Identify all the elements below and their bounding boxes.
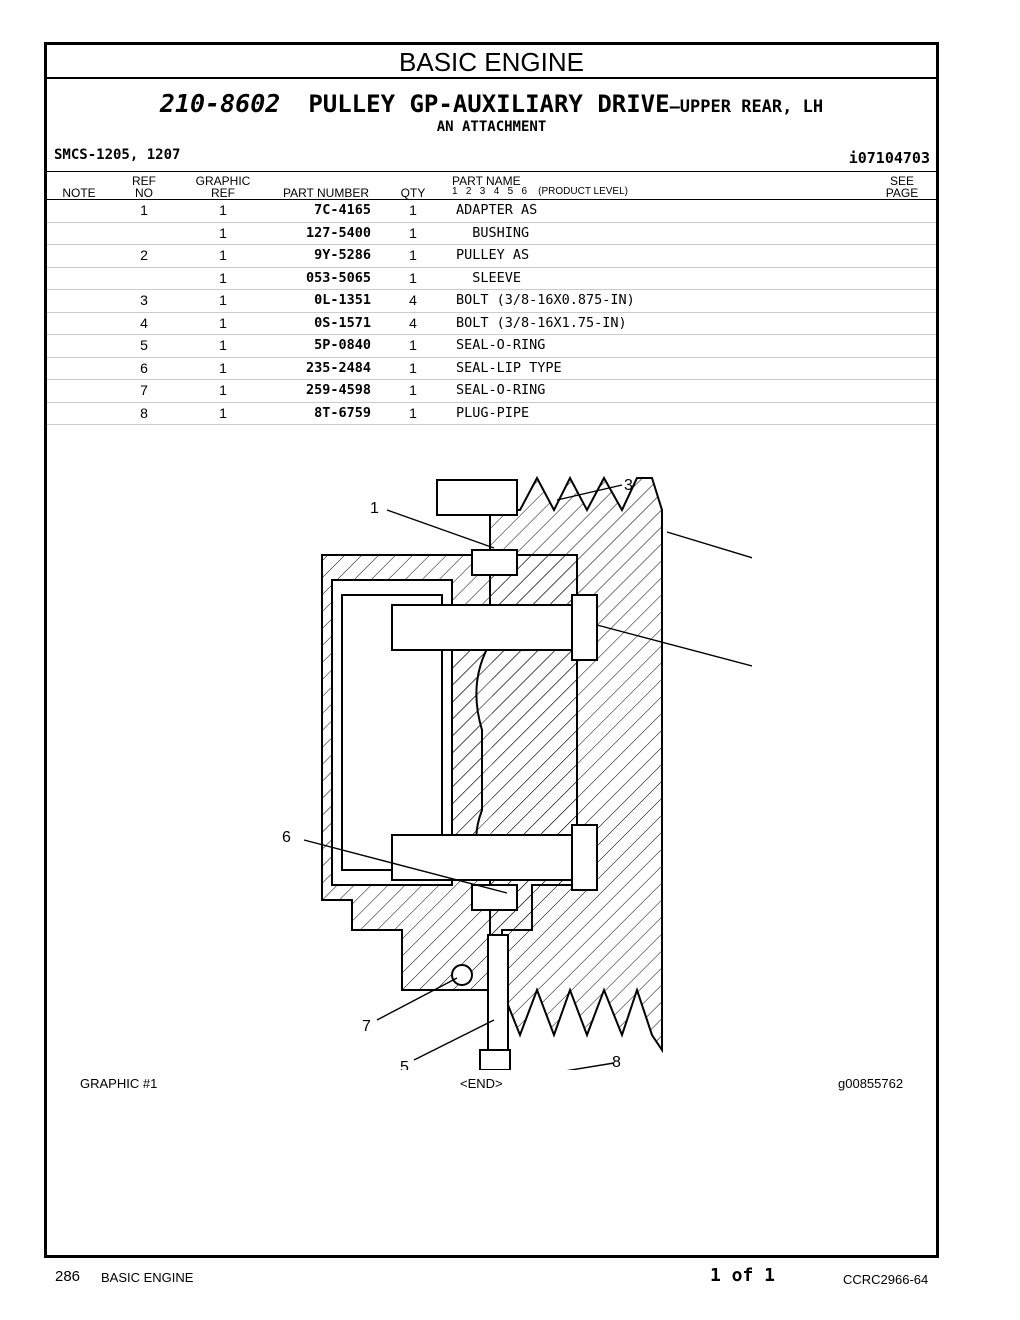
col-see-bottom: PAGE [885,186,919,200]
o-ring-7 [451,964,473,986]
pulley-section-diagram: 1 2 3 4 5 6 7 8 [282,475,752,1070]
part-heading: 210-8602 PULLEY GP-AUXILIARY DRIVE—UPPER … [47,89,936,118]
callout-8: 8 [612,1054,621,1070]
seal-upper [471,549,518,576]
col-note: NOTE [62,186,96,200]
smcs-codes: SMCS-1205, 1207 [54,147,181,163]
callout-6: 6 [282,829,291,846]
page-number: 286 [55,1268,81,1285]
col-part-number: PART NUMBER [282,186,369,200]
bolt-top [436,479,518,516]
bolt-head-lower [571,824,598,891]
col-graphic-top: GRAPHIC [195,174,251,188]
callout-1: 1 [370,500,379,517]
callout-5: 5 [400,1059,409,1070]
callout-7: 7 [362,1018,371,1035]
part-number-heading: 210-8602 [159,89,281,118]
graphic-id: g00855762 [838,1076,904,1091]
info-id: i07104703 [848,149,930,167]
doc-code: CCRC2966-64 [843,1272,929,1287]
bolt-lower [391,834,573,881]
section-title: BASIC ENGINE [47,45,936,79]
table-top-rule [47,171,936,172]
col-qty: QTY [400,186,426,200]
seal-lower [471,884,518,911]
dowel-pin [487,934,509,1051]
attachment-label: AN ATTACHMENT [436,119,547,135]
part-name-heading: PULLEY GP-AUXILIARY DRIVE [308,90,670,118]
end-label: <END> [460,1076,503,1091]
col-ref-top: REF [132,174,156,188]
col-graphic-bottom: REF [211,186,235,200]
bolt-head-upper [571,594,598,661]
graphic-label: GRAPHIC #1 [80,1076,158,1091]
footer-section: BASIC ENGINE [101,1270,194,1285]
col-ref-bottom: NO [135,186,153,200]
pagination: 1 of 1 [710,1265,776,1286]
col-see-top: SEE [889,174,914,188]
part-suffix: —UPPER REAR, LH [669,97,824,117]
col-part-name: PART NAME [452,174,521,188]
plug-pipe [479,1049,511,1070]
bolt-upper [391,604,573,651]
col-product-levels: 1 2 3 4 5 6 (PRODUCT LEVEL) [452,186,628,197]
table-header-rule [47,199,936,200]
callout-3: 3 [624,477,633,494]
page-frame: BASIC ENGINE 210-8602 PULLEY GP-AUXILIARY… [44,42,939,1258]
